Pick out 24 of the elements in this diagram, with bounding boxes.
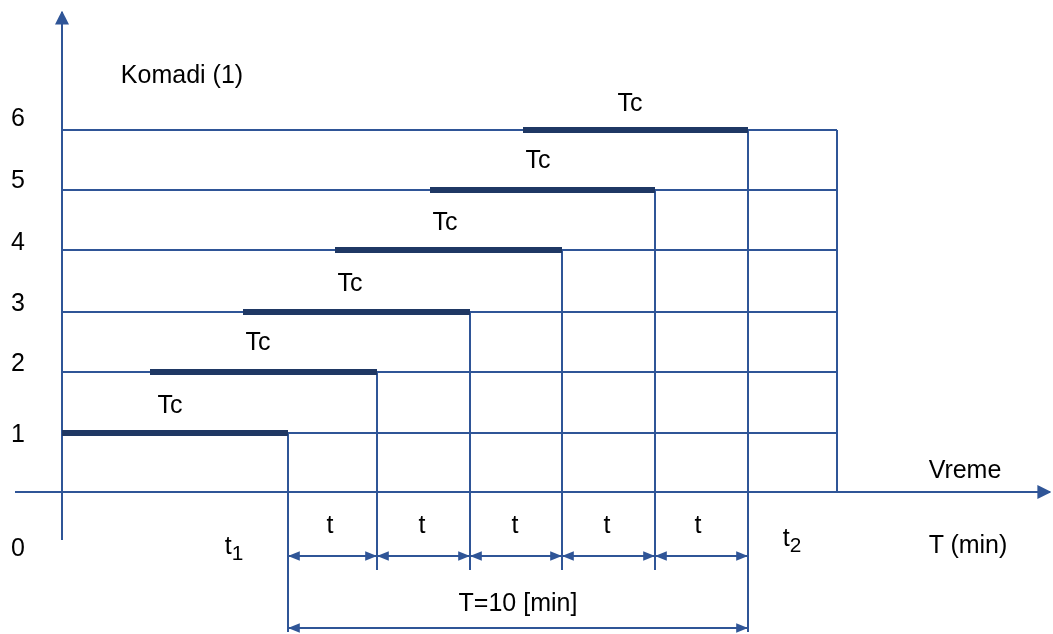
dimension-label: T=10 [min] — [458, 589, 578, 617]
tick-label: 5 — [11, 166, 25, 194]
tick-label: 3 — [11, 289, 25, 317]
dimension-label: t — [603, 511, 611, 539]
dimension-label: t — [694, 511, 702, 539]
axis-label: Vreme — [928, 456, 1002, 484]
bar-label: Tc — [157, 391, 183, 419]
bar-label: Tc — [245, 328, 271, 356]
dimension-label: t$_{1}$ — [224, 531, 244, 565]
dimension-label: t — [511, 511, 519, 539]
axis-label: Komadi (1) — [120, 61, 244, 89]
tick-label: 4 — [11, 228, 25, 256]
tick-label: 6 — [11, 104, 25, 132]
bar-label: Tc — [432, 208, 458, 236]
tick-label: 0 — [11, 534, 25, 562]
dimension-label: t — [326, 511, 334, 539]
bar-label: Tc — [525, 146, 551, 174]
axis-label: T (min) — [928, 531, 1008, 559]
dimension-label: t$_{2}$ — [782, 523, 802, 557]
bar-label: Tc — [337, 269, 363, 297]
dimension-label: t — [418, 511, 426, 539]
tick-label: 1 — [11, 420, 25, 448]
bar-label: Tc — [617, 89, 643, 117]
tick-label: 2 — [11, 349, 25, 377]
